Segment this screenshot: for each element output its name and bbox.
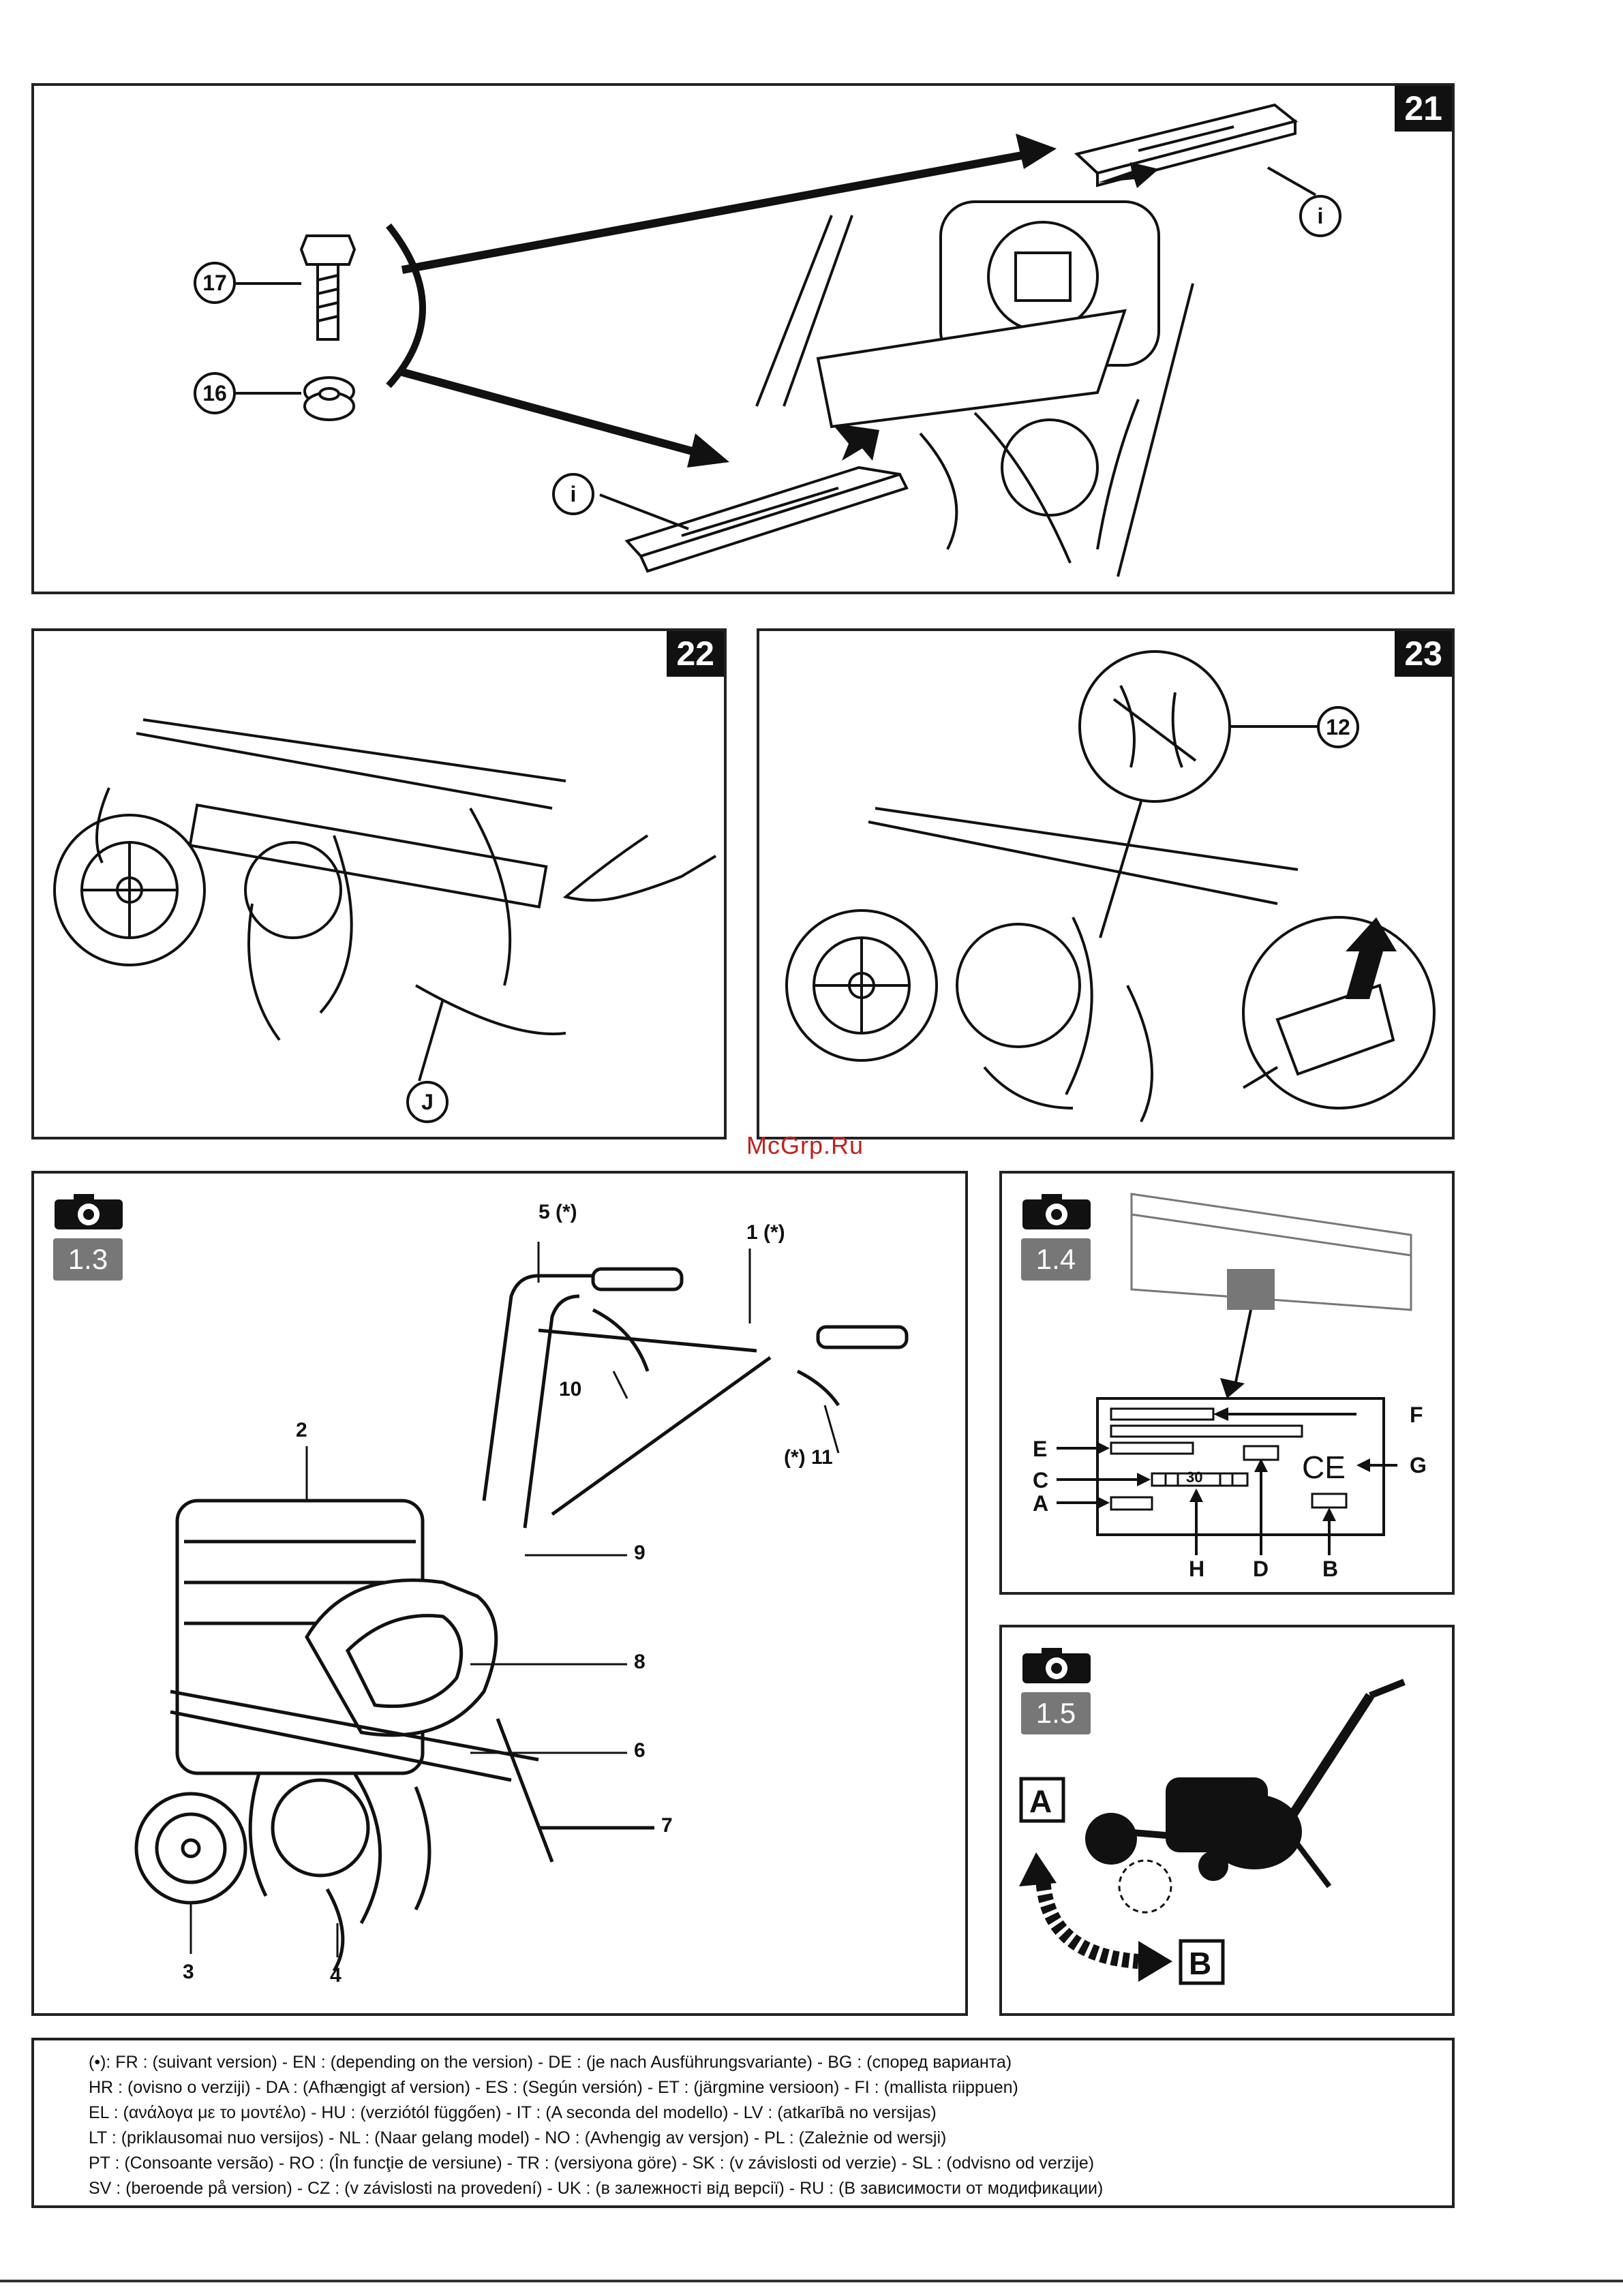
label-F: F [1410,1403,1423,1427]
figure-number: 21 [1395,86,1452,132]
camera-icon [1022,1648,1091,1683]
figure-1-5-drawing [1019,1679,1406,1985]
label-A: A [1033,1491,1049,1516]
figure-1-3-drawing [134,1242,909,1972]
arrow-icon [401,134,1057,468]
tiller-icon [53,718,717,1041]
label-G: G [1410,1453,1427,1478]
footnote-line: LT : (priklausomai nuo versijos) - NL : … [89,2128,947,2147]
label-30: 30 [1186,1469,1203,1486]
figure-number: 22 [667,631,724,677]
footnote-line: (•): FR : (suivant version) - EN : (depe… [89,2053,1012,2072]
figure-number: 23 [1395,631,1452,677]
label-10: 10 [559,1378,582,1400]
label-6: 6 [634,1739,646,1762]
plate-icon [1074,103,1299,187]
hand-icon [562,834,717,902]
label-A: A [1029,1784,1052,1819]
label-3: 3 [183,1961,194,1983]
figure-23-drawing [785,650,1436,1122]
footnote-line: PT : (Consoante versão) - RO : (În funcţ… [89,2154,1095,2173]
label-B: B [1189,1946,1212,1981]
callout-i-upper: i [1299,195,1341,237]
figure-21-drawing [236,103,1316,577]
label-4: 4 [330,1964,342,1987]
label-5: 5 (*) [539,1201,577,1223]
version-footnote: (•): FR : (suivant version) - EN : (depe… [31,2038,1455,2208]
figure-22-drawing [53,718,717,1082]
wheel-icon [53,814,206,966]
label-C: C [1033,1468,1049,1493]
arrow-icon [1035,1872,1139,1969]
figure-23: 23 12 [757,628,1455,1139]
callout-i-lower: i [552,473,594,515]
tiller-icon [755,200,1194,577]
figure-1-5: 1.5 A B [999,1625,1455,2016]
page-bottom-rule [0,2280,1623,2282]
footnote-line: HR : (ovisno o verziji) - DA : (Afhængig… [89,2078,1018,2097]
figure-1-4-drawing [1057,1193,1412,1555]
figure-badge: 1.5 [1021,1692,1091,1734]
camera-icon [1022,1194,1091,1229]
label-H: H [1189,1557,1205,1581]
wheel-icon [785,909,938,1062]
label-D: D [1253,1557,1269,1581]
callout-17: 17 [194,262,236,304]
tiller-icon [134,1267,909,1972]
nut-icon [303,376,355,421]
label-8: 8 [634,1651,646,1673]
plate-icon [624,465,909,573]
camera-badge: 1.4 [1021,1193,1095,1281]
tiller-icon [1085,1679,1406,1888]
label-B: B [1322,1557,1339,1581]
wheel-icon [134,1792,247,1905]
camera-badge: 1.3 [53,1193,127,1281]
footnote-line: EL : (ανάλογα με το μοντέλο) - HU : (ver… [89,2103,937,2122]
callout-16: 16 [194,372,236,414]
figure-21: 21 [31,83,1455,594]
ce-mark-icon: CE [1302,1450,1346,1485]
figure-badge: 1.4 [1021,1238,1091,1281]
footnote-line: SV : (beroende på version) - CZ : (v záv… [89,2179,1104,2198]
figure-22: 22 J [31,628,727,1139]
camera-badge: 1.5 [1021,1647,1095,1734]
callout-12: 12 [1317,706,1359,748]
label-7: 7 [661,1814,673,1837]
label-2: 2 [296,1419,307,1441]
figure-1-3: 1.3 [31,1171,968,2016]
label-E: E [1033,1437,1048,1461]
label-1: 1 (*) [746,1221,785,1244]
label-11: (*) 11 [784,1446,833,1469]
callout-J: J [406,1081,449,1123]
bolt-icon [299,234,357,341]
label-9: 9 [634,1542,646,1564]
watermark: McGrp.Ru [746,1131,864,1159]
camera-icon [55,1194,123,1229]
figure-badge: 1.3 [53,1238,123,1281]
figure-1-4: 1.4 [999,1171,1455,1595]
